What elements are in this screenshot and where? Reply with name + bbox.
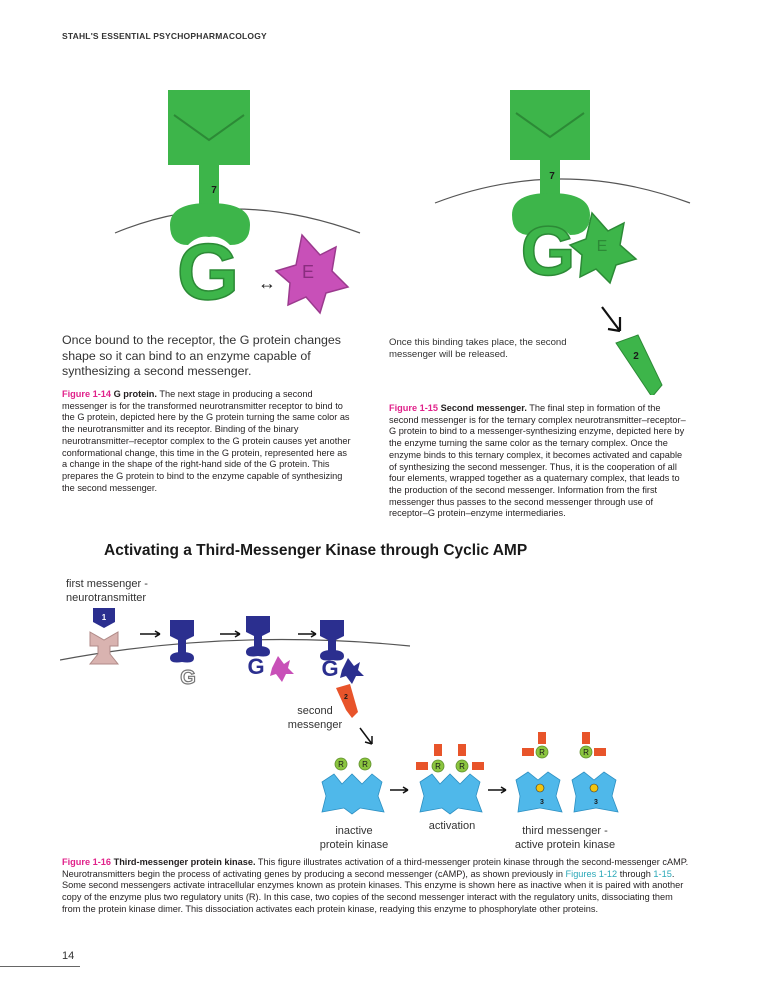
active-kinase-right [571, 732, 619, 813]
kinase-number: 3 [594, 799, 598, 806]
messenger-number: 2 [344, 694, 348, 701]
figure-1-15-diagram: 7 G E 2 [434, 90, 691, 395]
activation-label: activation [428, 820, 476, 832]
receptor-bound [320, 620, 344, 661]
g-protein: G [521, 212, 575, 290]
receptor-number: 7 [211, 185, 217, 196]
g-protein: G [321, 656, 338, 681]
enzyme-label: E [597, 238, 608, 255]
active-kinase-left [515, 732, 563, 813]
third-messenger-label-line2: active protein kinase [514, 839, 616, 851]
caption-text-1: This figure illustrates activation of a … [62, 857, 689, 879]
receptor-bound [170, 620, 194, 663]
enzyme-shape [568, 211, 638, 285]
arrow-icon [359, 727, 373, 745]
fig15-caption: Figure 1-15 Second messenger. The final … [389, 403, 689, 520]
messenger-number: 2 [633, 351, 639, 362]
caption-text: The next stage in producing a second mes… [62, 389, 351, 493]
first-messenger: 1 [93, 608, 115, 628]
inactive-label-line1: inactive [335, 825, 373, 837]
inactive-kinase-label: inactive protein kinase [304, 824, 404, 852]
release-arrow-icon [601, 306, 622, 333]
section-title: Activating a Third-Messenger Kinase thro… [104, 542, 528, 559]
first-messenger-number: 1 [102, 613, 107, 622]
regulatory-label: R [583, 748, 589, 757]
arrow-icon [140, 630, 161, 638]
double-arrow-icon: ↔ [258, 273, 276, 293]
arrow-icon [390, 786, 409, 794]
caption-label: Figure 1-14 [62, 389, 112, 399]
second-messenger-label-line2: messenger [287, 719, 343, 731]
caption-title: G protein. [113, 389, 157, 399]
caption-text-3: . Some second messengers activate intrac… [62, 868, 684, 914]
g-protein: G [177, 227, 239, 316]
fig14-caption: Figure 1-14 G protein. The next stage in… [62, 389, 354, 494]
activation-kinase [416, 744, 484, 815]
regulatory-label: R [338, 760, 344, 769]
fig15-body-text: Once this binding takes place, the secon… [389, 337, 567, 361]
arrow-icon [298, 630, 317, 638]
enzyme-shape [274, 233, 350, 315]
caption-text: The final step in formation of the secon… [389, 403, 686, 519]
receptor-number: 7 [549, 171, 555, 182]
figure-link-1-15[interactable]: 1-15 [653, 868, 672, 879]
first-messenger-label-line2: neurotransmitter [66, 592, 147, 604]
page-number: 14 [62, 950, 75, 962]
receptor-inactive [88, 631, 120, 665]
second-messenger-shape [336, 684, 358, 718]
figure-link-1-12[interactable]: Figures 1-12 [565, 868, 618, 879]
enzyme-shape [340, 658, 364, 684]
inactive-label-line2: protein kinase [319, 839, 389, 851]
receptor-7 [510, 90, 590, 235]
first-messenger-label-line1: first messenger - [66, 578, 148, 590]
inactive-kinase [321, 757, 385, 815]
first-messenger-label: first messenger - neurotransmitter [66, 577, 148, 605]
running-head: STAHL'S ESSENTIAL PSYCHOPHARMACOLOGY [62, 31, 267, 41]
regulatory-label: R [435, 762, 441, 771]
fig16-caption: Figure 1-16 Third-messenger protein kina… [62, 857, 690, 916]
arrow-icon [220, 630, 241, 638]
regulatory-label: R [362, 760, 368, 769]
caption-text-2: through [619, 868, 651, 879]
g-protein: G [247, 654, 264, 679]
enzyme-shape [270, 656, 294, 682]
regulatory-label: R [459, 762, 465, 771]
caption-title: Third-messenger protein kinase. [113, 857, 256, 867]
caption-label: Figure 1-16 [62, 857, 112, 867]
third-messenger-label: third messenger - active protein kinase [500, 824, 630, 852]
fig14-body-text: Once bound to the receptor, the G protei… [62, 333, 341, 378]
regulatory-label: R [539, 748, 545, 757]
receptor-7 [168, 90, 250, 245]
receptor-bound [246, 616, 270, 657]
membrane-arc [434, 178, 691, 204]
caption-label: Figure 1-15 [389, 403, 439, 413]
second-messenger-label: second messenger [280, 704, 350, 732]
caption-title: Second messenger. [440, 403, 527, 413]
kinase-number: 3 [540, 799, 544, 806]
arrow-icon [488, 786, 507, 794]
second-messenger-label-line1: second [297, 705, 333, 717]
figure-1-16-diagram: 1 G G G 2 R R [60, 608, 619, 815]
g-protein-inactive: G [180, 667, 196, 689]
third-messenger-label-line1: third messenger - [522, 825, 608, 837]
figure-1-14-diagram: 7 G ↔ E [114, 90, 361, 317]
enzyme-label: E [302, 262, 314, 282]
second-messenger-shape [615, 334, 663, 395]
footer-rule [0, 966, 80, 967]
